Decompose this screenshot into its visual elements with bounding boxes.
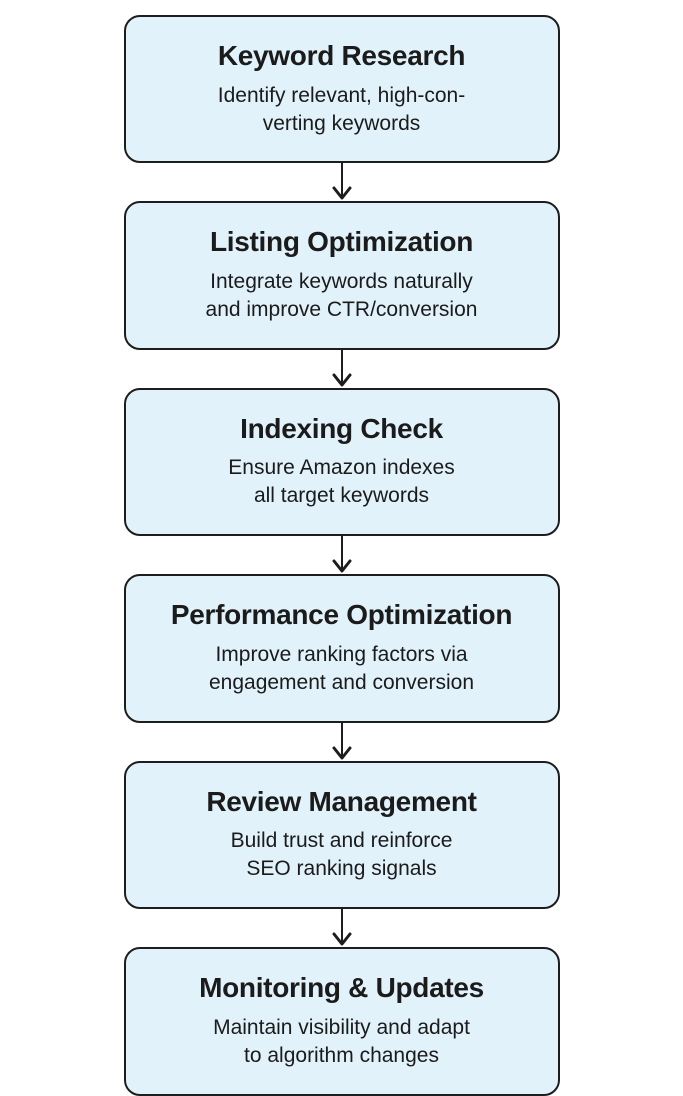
step-title: Review Management [206,785,477,817]
step-description: Maintain visibility and adapt to algorit… [213,1015,470,1067]
down-arrow-icon [332,909,351,946]
flow-arrow [124,349,560,388]
step-description: Integrate keywords naturally and improve… [205,270,478,321]
step-description: Build trust and reinforce SEO ranking si… [230,829,453,881]
step-title: Keyword Research [217,40,466,71]
step-listing-optimization: Listing Optimization Integrate keywords … [123,201,560,350]
flow-arrow [124,722,560,761]
step-keyword-research: Keyword Research Identify relevant, high… [123,15,560,164]
step-title: Listing Optimization [209,226,474,258]
step-title: Indexing Check [240,412,443,444]
step-performance-optimization: Performance Optimization Improve ranking… [123,574,560,723]
step-monitoring-updates: Monitoring & Updates Maintain visibility… [123,947,560,1096]
down-arrow-icon [332,349,351,387]
step-description: Improve ranking factors via engagement a… [208,642,475,694]
step-review-management: Review Management Build trust and reinfo… [123,760,560,910]
step-description: Identify relevant, high-con- verting key… [217,83,466,135]
step-description: Ensure Amazon indexes all target keyword… [228,456,455,508]
flow-arrow [124,163,560,201]
step-indexing-check: Indexing Check Ensure Amazon indexes all… [123,387,560,537]
down-arrow-icon [332,163,351,200]
step-title: Monitoring & Updates [199,972,484,1004]
seo-flowchart: Keyword Research Identify relevant, high… [123,0,560,1096]
down-arrow-icon [332,722,351,760]
flow-arrow [124,909,560,947]
step-title: Performance Optimization [170,599,513,631]
down-arrow-icon [332,536,351,573]
flow-arrow [124,536,560,574]
